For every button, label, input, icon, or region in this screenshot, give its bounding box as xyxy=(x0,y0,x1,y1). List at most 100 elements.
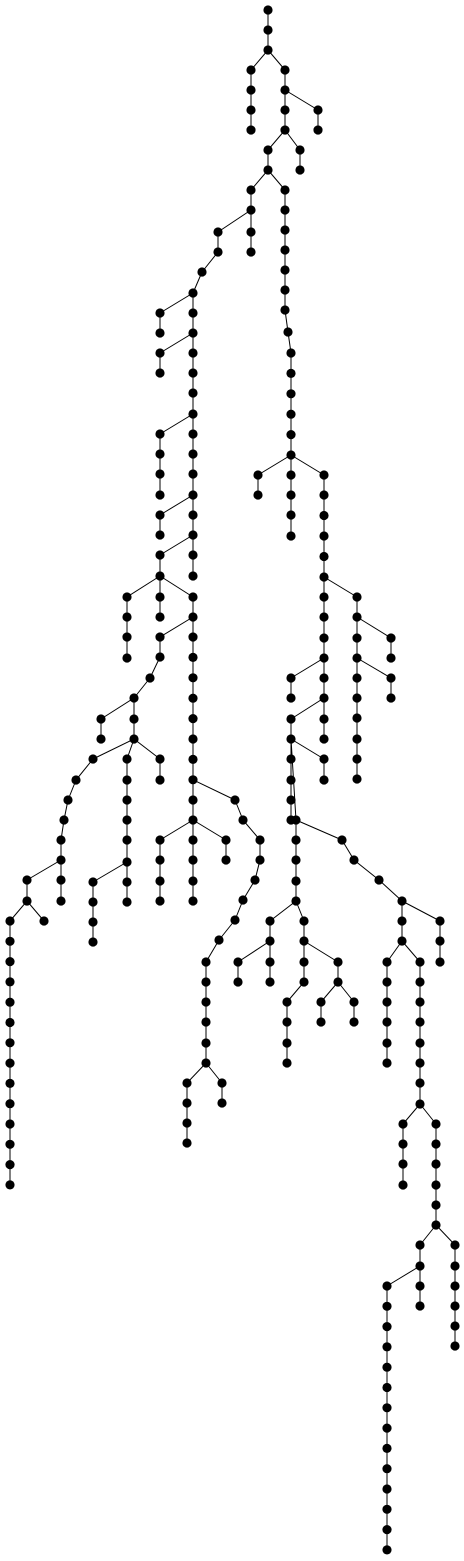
tree-node xyxy=(431,1200,441,1210)
tree-node xyxy=(382,1464,392,1474)
tree-node xyxy=(397,916,407,926)
tree-node xyxy=(415,1038,425,1048)
tree-node xyxy=(188,652,198,663)
tree-edge xyxy=(159,494,194,516)
tree-node xyxy=(129,734,139,744)
tree-node xyxy=(291,896,301,906)
tree-node xyxy=(246,185,256,195)
tree-node xyxy=(415,1017,425,1027)
tree-node xyxy=(382,1504,392,1514)
tree-node xyxy=(286,795,296,805)
tree-node xyxy=(188,368,198,378)
tree-node xyxy=(299,977,309,987)
tree-node xyxy=(122,815,132,825)
tree-node xyxy=(233,957,243,967)
tree-node xyxy=(22,896,32,906)
tree-edge xyxy=(353,859,380,881)
tree-node xyxy=(155,490,165,500)
tree-node xyxy=(129,693,139,703)
tree-node xyxy=(319,734,329,744)
tree-node xyxy=(263,25,273,35)
tree-node xyxy=(450,1301,460,1311)
tree-node xyxy=(295,165,305,175)
tree-node xyxy=(319,775,329,785)
tree-node xyxy=(265,916,275,926)
tree-edge xyxy=(159,575,194,598)
tree-node xyxy=(155,348,165,358)
tree-node xyxy=(155,550,165,560)
tree-node xyxy=(450,1341,460,1351)
tree-edge xyxy=(159,292,194,314)
tree-node xyxy=(39,916,49,926)
tree-node xyxy=(382,957,392,967)
tree-node xyxy=(255,835,265,845)
tree-edge xyxy=(386,1265,421,1287)
tree-node xyxy=(280,285,290,295)
tree-node xyxy=(145,673,155,683)
tree-node xyxy=(415,1261,425,1271)
tree-edge xyxy=(290,454,325,476)
tree-node xyxy=(155,571,165,581)
tree-node xyxy=(122,775,132,785)
tree-node xyxy=(431,1159,441,1169)
tree-node xyxy=(155,308,165,318)
tree-edge xyxy=(290,697,325,720)
tree-node xyxy=(291,855,301,865)
tree-node xyxy=(263,45,273,55)
tree-node xyxy=(188,835,198,845)
tree-node xyxy=(291,815,301,825)
tree-node xyxy=(155,429,165,439)
tree-node xyxy=(155,510,165,520)
tree-node xyxy=(337,835,347,845)
tree-node xyxy=(280,265,290,275)
tree-node xyxy=(122,877,132,887)
tree-node xyxy=(5,1038,15,1048)
tree-node xyxy=(230,915,240,925)
tree-node xyxy=(188,734,198,744)
tree-node xyxy=(238,895,248,905)
tree-edge xyxy=(192,819,227,841)
node-layer xyxy=(5,5,460,1555)
tree-node xyxy=(319,633,329,643)
tree-node xyxy=(299,916,309,926)
tree-node xyxy=(22,875,32,885)
tree-node xyxy=(286,754,296,764)
tree-node xyxy=(382,1058,392,1068)
tree-node xyxy=(280,85,290,95)
tree-node xyxy=(5,1160,15,1170)
tree-node xyxy=(155,592,165,602)
tree-node xyxy=(280,205,290,215)
tree-node xyxy=(188,429,198,439)
tree-node xyxy=(246,227,256,237)
tree-node xyxy=(188,795,198,805)
tree-node xyxy=(352,754,362,764)
tree-node xyxy=(415,1281,425,1291)
tree-node xyxy=(352,673,362,683)
tree-node xyxy=(286,368,296,378)
tree-node xyxy=(5,1180,15,1190)
tree-node xyxy=(246,85,256,95)
tree-edge xyxy=(92,738,135,760)
tree-node xyxy=(5,1099,15,1109)
tree-edge xyxy=(356,657,392,679)
tree-node xyxy=(182,1098,192,1108)
tree-node xyxy=(415,1240,425,1250)
tree-node xyxy=(188,612,198,622)
tree-node xyxy=(382,1017,392,1027)
tree-node xyxy=(397,936,407,946)
tree-edge xyxy=(295,819,343,841)
tree-node xyxy=(188,815,198,825)
tree-node xyxy=(88,754,98,764)
tree-node xyxy=(122,592,132,602)
tree-node xyxy=(319,693,329,703)
tree-node xyxy=(352,592,362,602)
tree-node xyxy=(129,714,139,724)
tree-node xyxy=(188,896,198,906)
tree-node xyxy=(188,632,198,642)
tree-node xyxy=(188,714,198,724)
tree-node xyxy=(333,977,343,987)
tree-node xyxy=(96,714,106,724)
tree-edge xyxy=(290,738,325,760)
tree-edge xyxy=(257,454,292,476)
